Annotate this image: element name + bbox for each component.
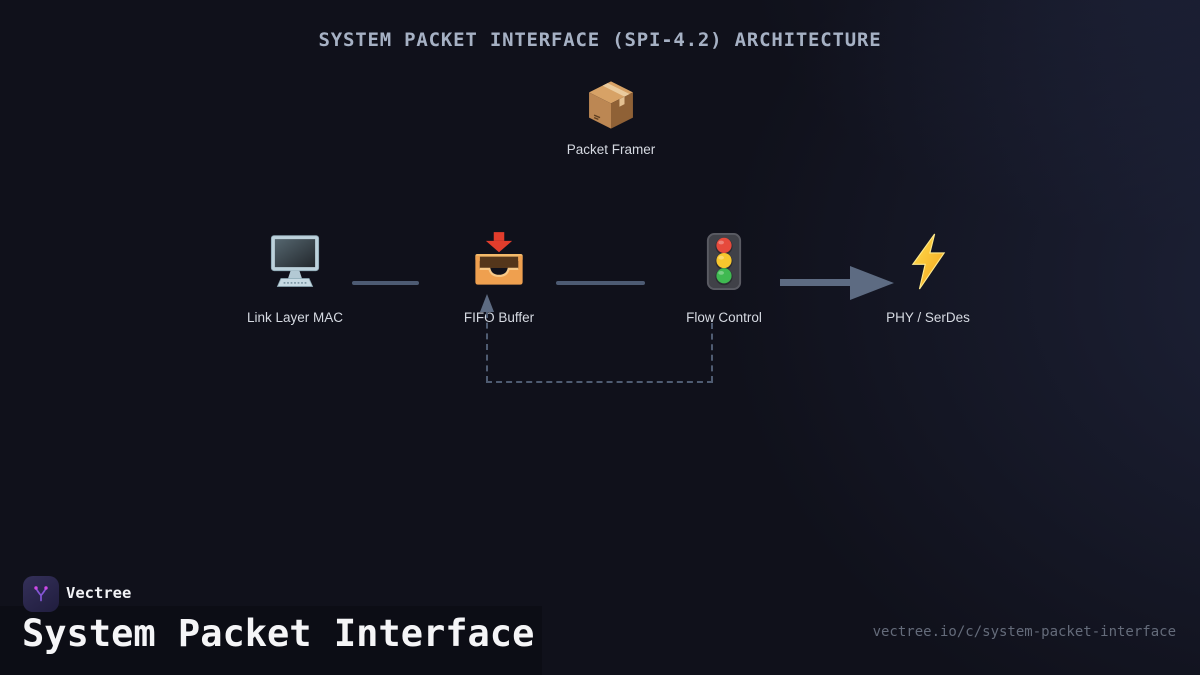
page-title: System Packet Interface <box>22 612 535 655</box>
feedback-up-arrowhead <box>480 294 494 312</box>
connector-mac-to-fifo <box>352 281 419 285</box>
node-phy-serdes: PHY / SerDes <box>838 232 1018 325</box>
vectree-branch-icon <box>34 586 48 602</box>
arrow-flow-to-phy-head <box>850 266 894 300</box>
node-link-layer-mac: Link Layer MAC <box>205 232 385 325</box>
node-label: Link Layer MAC <box>246 310 344 325</box>
arrow-flow-to-phy-shaft <box>780 279 854 286</box>
node-label: FIFO Buffer <box>463 310 535 325</box>
node-packet-framer: Packet Framer <box>521 78 701 157</box>
feedback-dashed-horizontal <box>486 381 713 383</box>
node-label: Flow Control <box>686 310 762 325</box>
traffic-light-icon <box>705 232 743 290</box>
diagram-title: SYSTEM PACKET INTERFACE (SPI-4.2) ARCHIT… <box>318 29 882 51</box>
desktop-computer-icon <box>267 232 323 290</box>
inbox-tray-icon <box>471 232 527 290</box>
package-icon <box>584 78 638 132</box>
brand-name: Vectree <box>66 584 132 602</box>
node-fifo-buffer: FIFO Buffer <box>409 232 589 325</box>
page-url: vectree.io/c/system-packet-interface <box>872 624 1176 640</box>
connector-fifo-to-flow <box>556 281 645 285</box>
node-label: Packet Framer <box>566 142 656 157</box>
lightning-bolt-icon <box>905 232 951 290</box>
vectree-logo <box>23 576 59 612</box>
feedback-dashed-vertical-from-flow <box>711 323 713 382</box>
node-flow-control: Flow Control <box>634 232 814 325</box>
footer-scrim <box>0 606 542 675</box>
feedback-dashed-vertical-to-fifo <box>486 312 488 382</box>
node-label: PHY / SerDes <box>886 310 970 325</box>
